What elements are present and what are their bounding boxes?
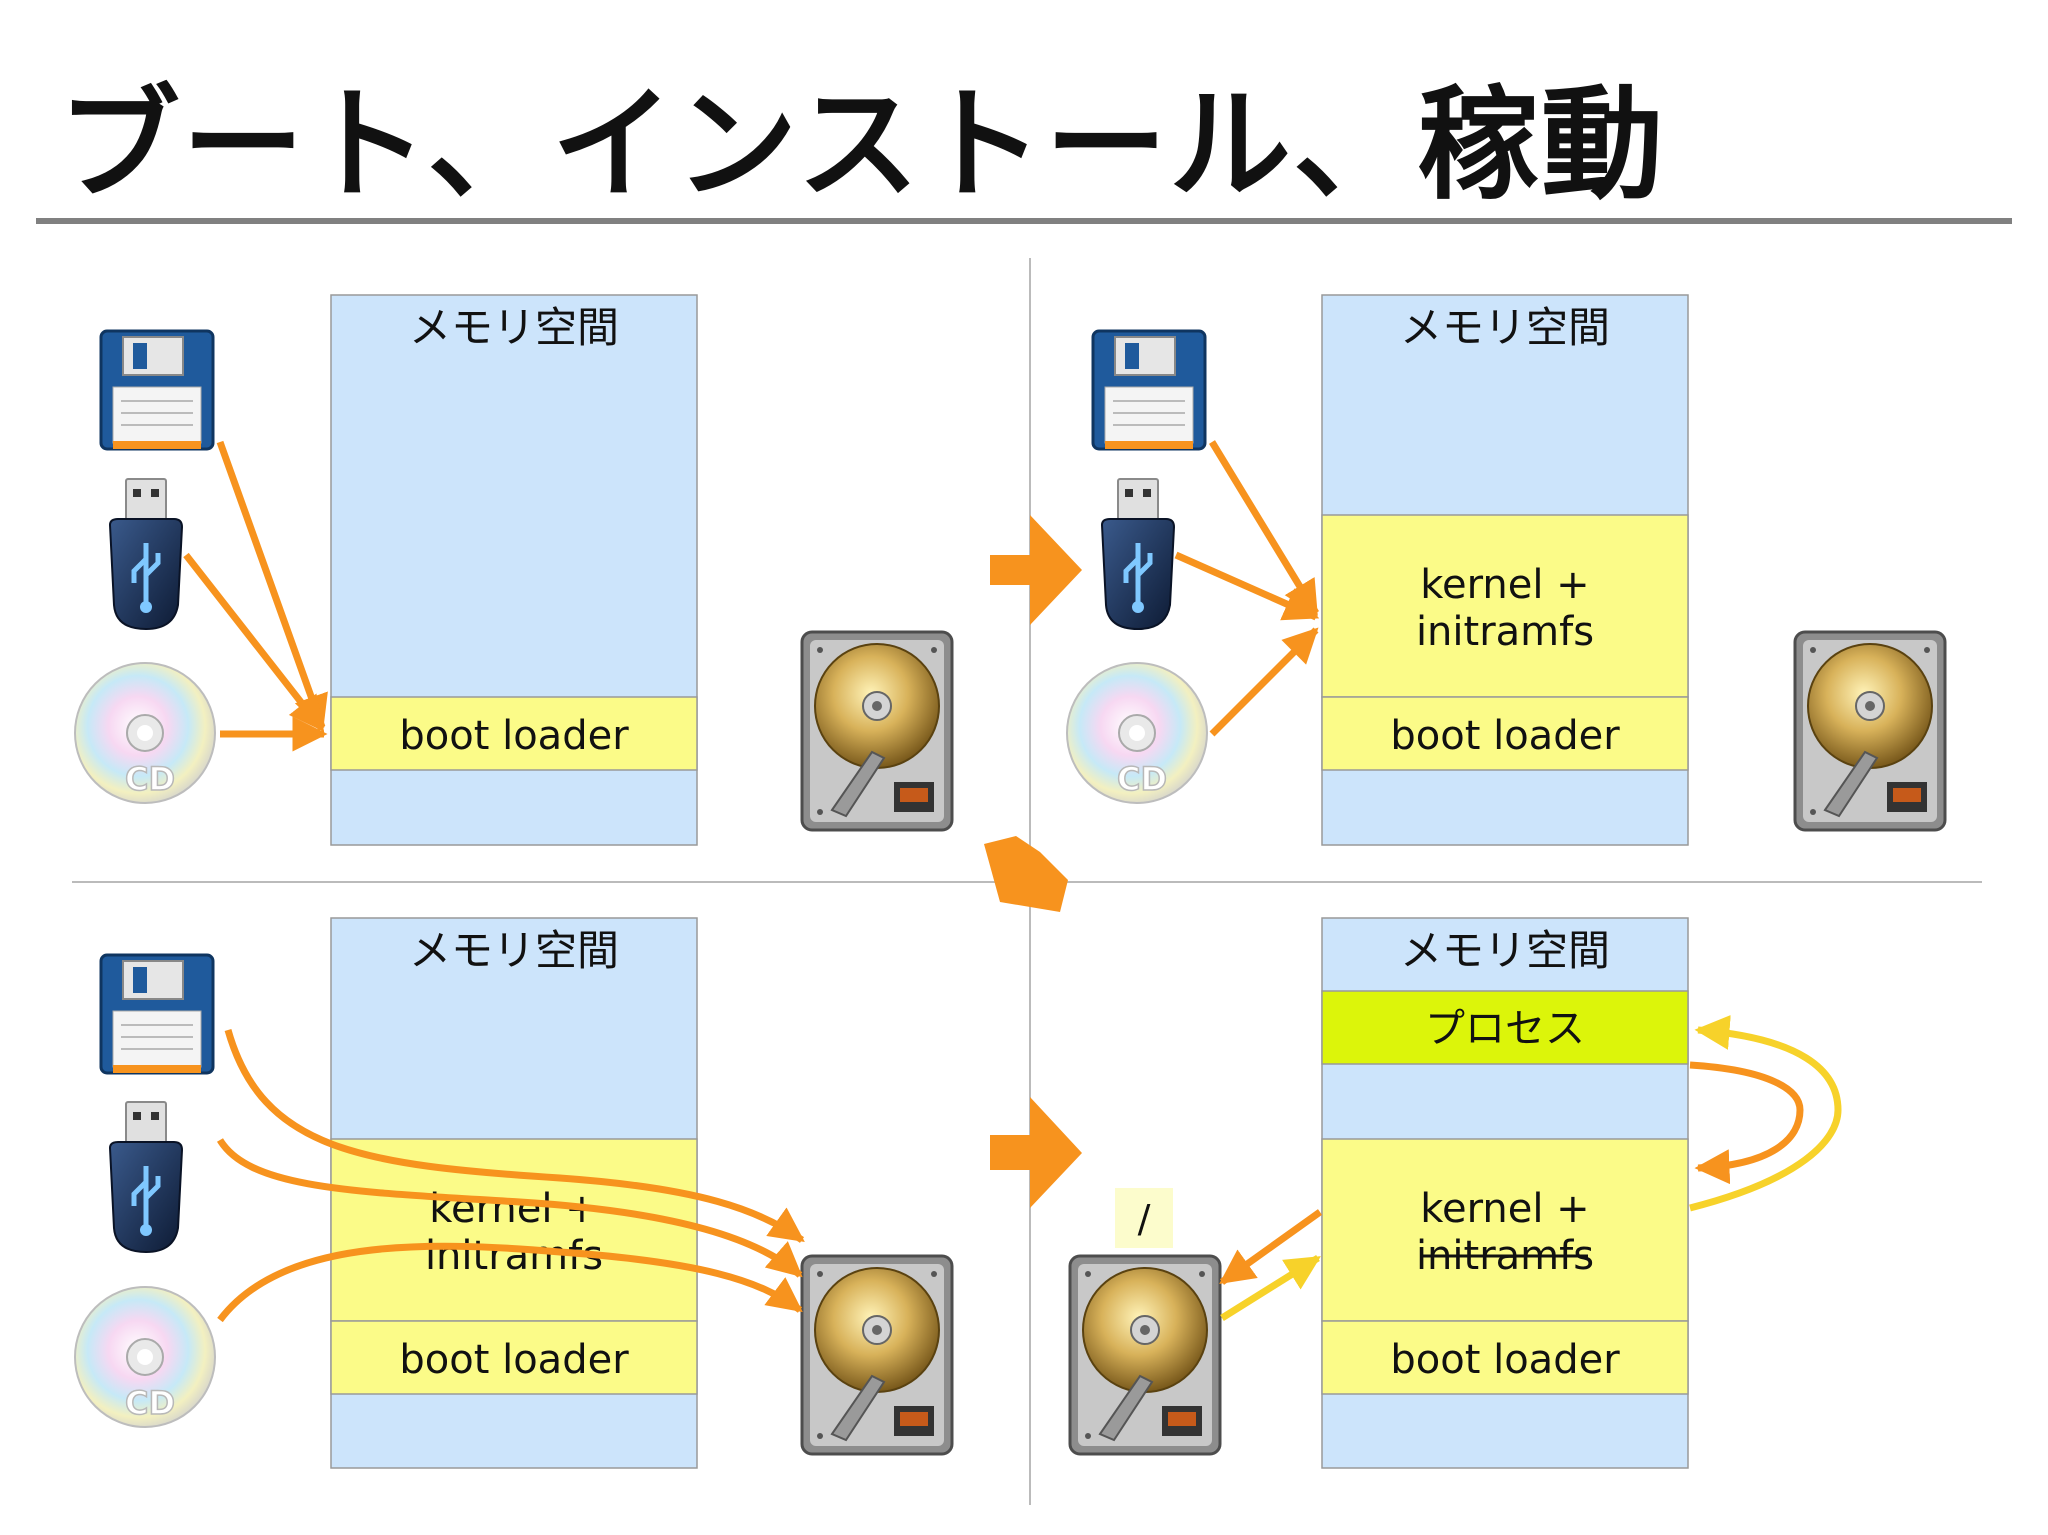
kernel-initramfs-segment (1321, 1138, 1689, 1322)
boot-loader-segment (1321, 696, 1689, 771)
floppy-disk-icon (99, 329, 215, 451)
floppy-disk-icon (1091, 329, 1207, 451)
panel-boot: メモリ空間 boot loader CD (74, 294, 954, 846)
boot-loader-segment (1321, 1320, 1689, 1395)
process-label: プロセス (1425, 1006, 1585, 1052)
kernel-label: kernel + (1420, 562, 1589, 608)
kernel-initramfs-segment (1321, 514, 1689, 698)
usb-drive-icon (1102, 479, 1174, 629)
memory-space-label: メモリ空間 (409, 303, 619, 352)
install-arrow-cd (217, 1242, 803, 1323)
kernel-label: kernel + (1420, 1186, 1589, 1232)
initramfs-label: initramfs (1416, 609, 1594, 655)
next-step-arrow-icon (984, 836, 1068, 912)
hard-disk-icon (1793, 630, 1947, 832)
panel-run: メモリ空間 プロセス kernel + initramfs boot loade… (1068, 917, 1842, 1469)
process-to-kernel-arrow (1689, 1061, 1804, 1185)
kernel-to-disk-arrow (1219, 1209, 1323, 1285)
install-arrow-floppy (224, 1029, 805, 1243)
kernel-to-process-arrow (1689, 1015, 1842, 1212)
usb-drive-icon (110, 479, 182, 629)
boot-loader-label: boot loader (1390, 713, 1620, 759)
boot-loader-segment (330, 696, 698, 771)
cd-label: CD (1117, 760, 1167, 798)
boot-loader-label: boot loader (1390, 1337, 1620, 1383)
kernel-initramfs-segment (330, 1138, 698, 1322)
title-underline (36, 218, 2012, 224)
panel-load-kernel: メモリ空間 kernel + initramfs boot loader CD (1066, 294, 1947, 846)
disk-to-kernel-arrow (1220, 1255, 1321, 1321)
next-step-arrow-icon (990, 1097, 1082, 1208)
page-title: ブート、インストール、稼動 (58, 74, 1666, 216)
root-label-box (1115, 1188, 1173, 1248)
process-segment (1321, 990, 1689, 1065)
install-arrow-usb (217, 1138, 803, 1278)
load-arrow-floppy (1209, 440, 1319, 616)
usb-drive-icon (110, 1102, 182, 1252)
cd-label: CD (125, 760, 175, 798)
boot-loader-label: boot loader (399, 1337, 629, 1383)
hard-disk-icon (1068, 1254, 1222, 1456)
hard-disk-icon (800, 630, 954, 832)
memory-space-label: メモリ空間 (409, 926, 619, 975)
load-arrow-usb (183, 552, 325, 732)
floppy-disk-icon (99, 953, 215, 1075)
load-arrow-floppy (216, 440, 328, 731)
memory-space-label: メモリ空間 (1400, 926, 1610, 975)
next-step-arrow-icon (990, 515, 1082, 625)
load-arrow-cd (1209, 627, 1319, 737)
root-label: / (1138, 1197, 1151, 1241)
load-arrow-usb (1174, 551, 1320, 621)
panel-install: メモリ空間 kernel + initramfs boot loader CD (74, 917, 954, 1469)
hard-disk-icon (800, 1254, 954, 1456)
cd-label: CD (125, 1384, 175, 1422)
boot-loader-label: boot loader (399, 713, 629, 759)
memory-space-label: メモリ空間 (1400, 303, 1610, 352)
boot-loader-segment (330, 1320, 698, 1395)
